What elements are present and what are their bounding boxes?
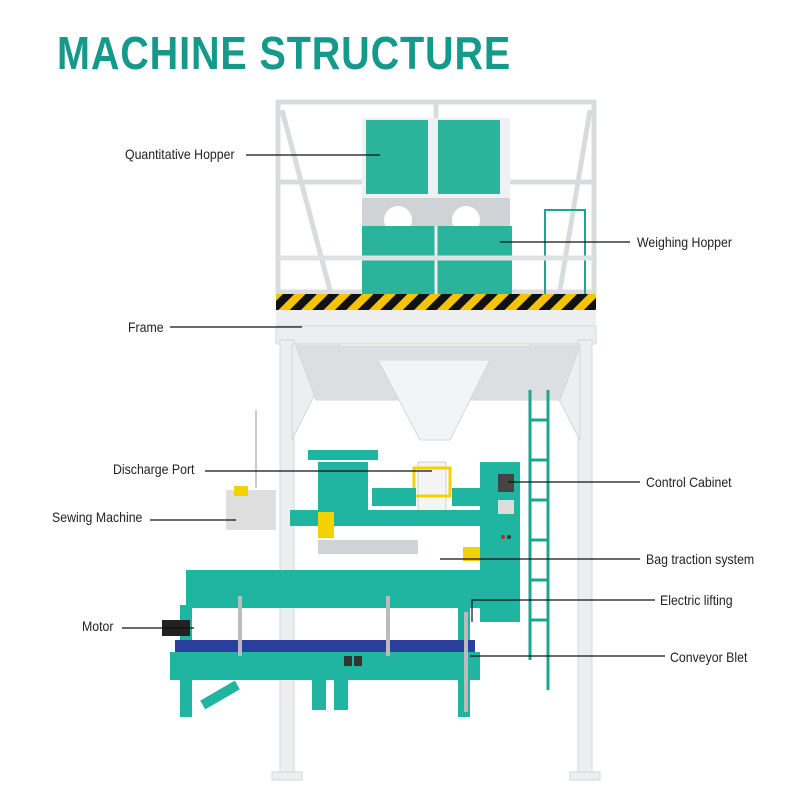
hazard-stripe	[276, 294, 596, 310]
weighing-hopper	[362, 209, 586, 296]
label-conveyor-belt: Conveyor Blet	[670, 649, 748, 665]
label-control-cabinet: Control Cabinet	[646, 474, 732, 490]
bagging-unit	[290, 450, 520, 561]
quantitative-hopper	[362, 118, 510, 234]
ladder	[528, 390, 550, 690]
conveyor-belt	[170, 640, 480, 680]
page-title: MACHINE STRUCTURE	[57, 27, 512, 79]
label-electric-lifting: Electric lifting	[660, 592, 733, 608]
label-frame: Frame	[128, 319, 164, 335]
label-motor: Motor	[82, 618, 114, 634]
sewing-machine	[226, 410, 276, 530]
electric-lifting	[238, 596, 468, 712]
label-quantitative-hopper: Quantitative Hopper	[125, 146, 235, 162]
label-bag-traction-system: Bag traction system	[646, 551, 755, 567]
label-discharge-port: Discharge Port	[113, 461, 195, 477]
leader-lines	[122, 154, 665, 657]
label-sewing-machine: Sewing Machine	[52, 509, 143, 525]
label-weighing-hopper: Weighing Hopper	[637, 234, 732, 250]
